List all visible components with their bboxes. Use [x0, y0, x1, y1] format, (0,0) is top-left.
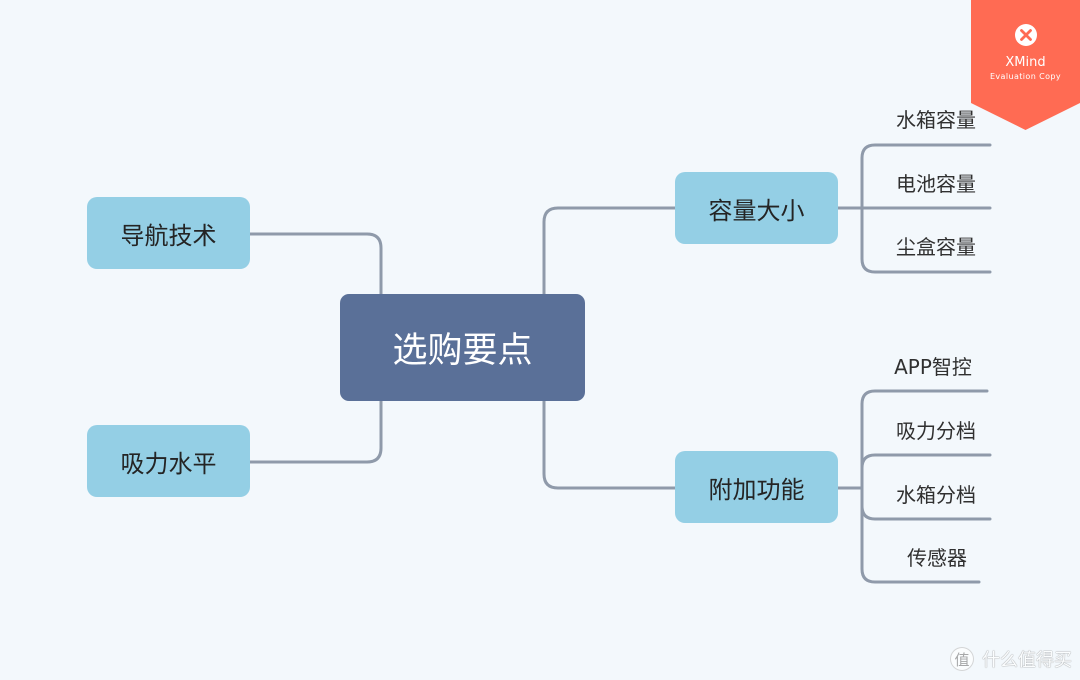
- connector-central-to-capacity: [542, 206, 677, 296]
- badge-ribbon: [971, 0, 1080, 130]
- connector-capacity-upper: [860, 143, 992, 210]
- connector-extra-second: [860, 453, 992, 490]
- branch-suction[interactable]: 吸力水平: [87, 425, 250, 497]
- leaf-dust-box-capacity[interactable]: 尘盒容量: [896, 234, 976, 259]
- leaf-sensor[interactable]: 传感器: [907, 545, 967, 570]
- watermark-subtitle: Evaluation Copy: [989, 72, 1062, 81]
- leaf-battery-capacity[interactable]: 电池容量: [896, 171, 976, 196]
- leaf-water-tank-levels[interactable]: 水箱分档: [896, 482, 976, 507]
- leaf-app-control[interactable]: APP智控: [894, 354, 972, 379]
- connector-capacity-lower: [860, 206, 992, 274]
- leaf-water-tank-capacity[interactable]: 水箱容量: [896, 107, 976, 132]
- site-watermark: 值 什么值得买: [950, 645, 1075, 673]
- xmind-logo-icon: [1015, 24, 1037, 46]
- watermark-brand: XMind: [1005, 55, 1046, 70]
- connector-extra-fourth: [860, 486, 981, 584]
- branch-capacity[interactable]: 容量大小: [675, 172, 838, 244]
- connector-central-to-extra: [542, 399, 677, 490]
- smzdm-logo-icon: 值: [950, 647, 974, 671]
- central-topic[interactable]: 选购要点: [340, 294, 585, 401]
- xmind-evaluation-badge: XMind Evaluation Copy: [971, 0, 1080, 130]
- connector-central-to-navigation: [248, 232, 383, 296]
- branch-extra[interactable]: 附加功能: [675, 451, 838, 523]
- connector-central-to-suction: [248, 399, 383, 464]
- branch-navigation[interactable]: 导航技术: [87, 197, 250, 269]
- leaf-suction-levels[interactable]: 吸力分档: [896, 418, 976, 443]
- connector-extra-first: [860, 389, 989, 490]
- site-watermark-text: 什么值得买: [982, 650, 1072, 671]
